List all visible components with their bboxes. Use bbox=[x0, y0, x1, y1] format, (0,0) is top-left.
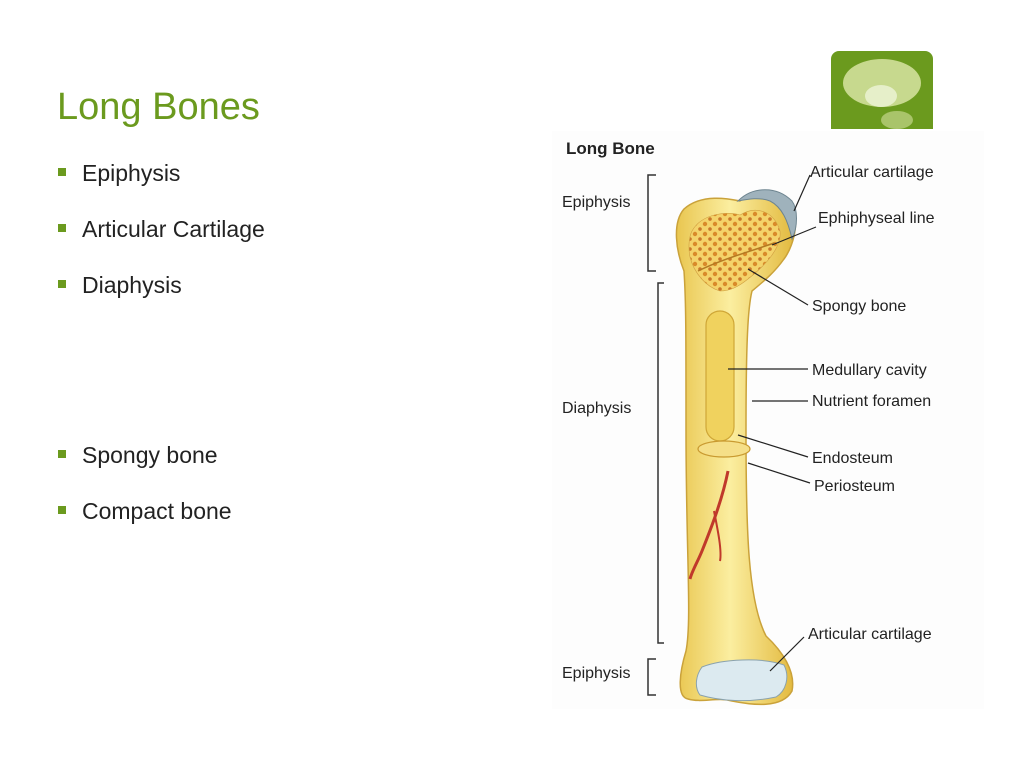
endosteum-cut bbox=[697, 440, 751, 458]
bullet-text: Diaphysis bbox=[82, 272, 182, 298]
bullet-item: Spongy bone bbox=[58, 442, 218, 469]
leader-line bbox=[771, 226, 817, 246]
leader-line bbox=[747, 462, 811, 484]
callout-nutrient-foramen: Nutrient foramen bbox=[812, 393, 931, 410]
bullet-item: Articular Cartilage bbox=[58, 216, 265, 243]
leader-line bbox=[793, 174, 811, 212]
callout-articular-cartilage-bottom: Articular cartilage bbox=[808, 626, 932, 643]
bullet-text: Articular Cartilage bbox=[82, 216, 265, 242]
bullet-text: Compact bone bbox=[82, 498, 232, 524]
bullet-text: Spongy bone bbox=[82, 442, 218, 468]
figure-title: Long Bone bbox=[566, 139, 655, 158]
decorative-logo bbox=[831, 51, 933, 129]
callout-articular-cartilage-top: Articular cartilage bbox=[810, 164, 934, 181]
epiphyseal-line bbox=[697, 242, 775, 272]
region-label-diaphysis: Diaphysis bbox=[562, 400, 631, 417]
leader-line bbox=[737, 434, 809, 458]
bullet-square-icon bbox=[58, 168, 66, 176]
callout-periosteum: Periosteum bbox=[814, 478, 895, 495]
bullet-square-icon bbox=[58, 280, 66, 288]
articular-cartilage-bottom bbox=[695, 659, 788, 702]
leader-line bbox=[747, 268, 809, 306]
bullet-item: Compact bone bbox=[58, 498, 232, 525]
slide-title: Long Bones bbox=[57, 86, 260, 128]
bullet-square-icon bbox=[58, 450, 66, 458]
logo-ellipse-small bbox=[881, 111, 913, 129]
logo-ellipse-highlight bbox=[865, 85, 897, 107]
blood-vessel bbox=[688, 470, 730, 580]
callout-medullary-cavity: Medullary cavity bbox=[812, 362, 927, 379]
callout-spongy-bone: Spongy bone bbox=[812, 298, 906, 315]
callout-endosteum: Endosteum bbox=[812, 450, 893, 467]
bullet-item: Diaphysis bbox=[58, 272, 182, 299]
bracket-epiphysis-top bbox=[647, 174, 656, 272]
bracket-epiphysis-bottom bbox=[647, 658, 656, 696]
leader-line bbox=[769, 636, 805, 672]
bullet-text: Epiphysis bbox=[82, 160, 181, 186]
bullet-square-icon bbox=[58, 224, 66, 232]
medullary-cavity bbox=[705, 310, 735, 442]
bullet-square-icon bbox=[58, 506, 66, 514]
bracket-diaphysis bbox=[657, 282, 664, 644]
articular-cartilage-top bbox=[736, 189, 797, 241]
bullet-item: Epiphysis bbox=[58, 160, 180, 187]
spongy-bone-region bbox=[688, 210, 781, 292]
long-bone-diagram: Long Bone Epiphysis Diaphysis Epiphysis … bbox=[552, 131, 984, 709]
region-label-epiphysis-top: Epiphysis bbox=[562, 194, 630, 211]
callout-epiphyseal-line: Ephiphyseal line bbox=[818, 210, 935, 227]
region-label-epiphysis-bottom: Epiphysis bbox=[562, 665, 630, 682]
blood-vessel-branch bbox=[713, 510, 722, 562]
